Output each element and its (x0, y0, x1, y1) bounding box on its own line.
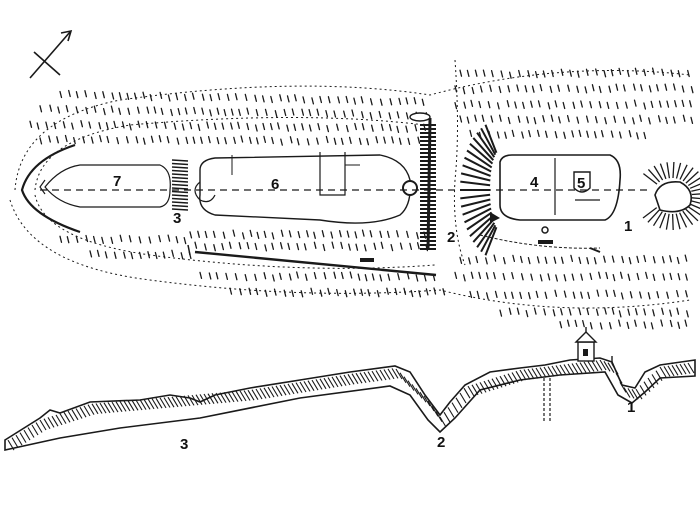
enclosure-6-area (187, 152, 437, 277)
label-ditch-2-plan: 2 (447, 229, 455, 246)
label-enclosure-4: 4 (530, 174, 539, 191)
ditch-3-hatching (171, 159, 189, 211)
gate-marker (360, 258, 374, 262)
enclosure-4-area (479, 154, 622, 253)
enclosure-7-area (39, 159, 189, 211)
label-enclosure-6: 6 (271, 176, 279, 193)
label-ditch-3-profile: 3 (180, 436, 188, 453)
label-ditch-3-plan: 3 (173, 210, 181, 227)
well-marker (402, 180, 418, 196)
label-enclosure-5: 5 (577, 175, 585, 192)
label-ditch-1-profile: 1 (627, 399, 635, 416)
ditch-2-hatching (420, 124, 498, 256)
label-enclosure-7: 7 (113, 173, 121, 190)
western-rampart (20, 143, 81, 234)
profile-section (4, 327, 696, 451)
label-ditch-2-profile: 2 (437, 434, 445, 451)
enclosure-5-chapel-shield (573, 171, 591, 193)
ditch-2-cut (409, 59, 498, 266)
profile-hatching (7, 359, 695, 451)
chapel-icon (574, 327, 598, 362)
north-arrow-icon (29, 29, 73, 79)
label-ditch-1-plan: 1 (624, 218, 632, 235)
ditch-1-cut (642, 161, 700, 231)
